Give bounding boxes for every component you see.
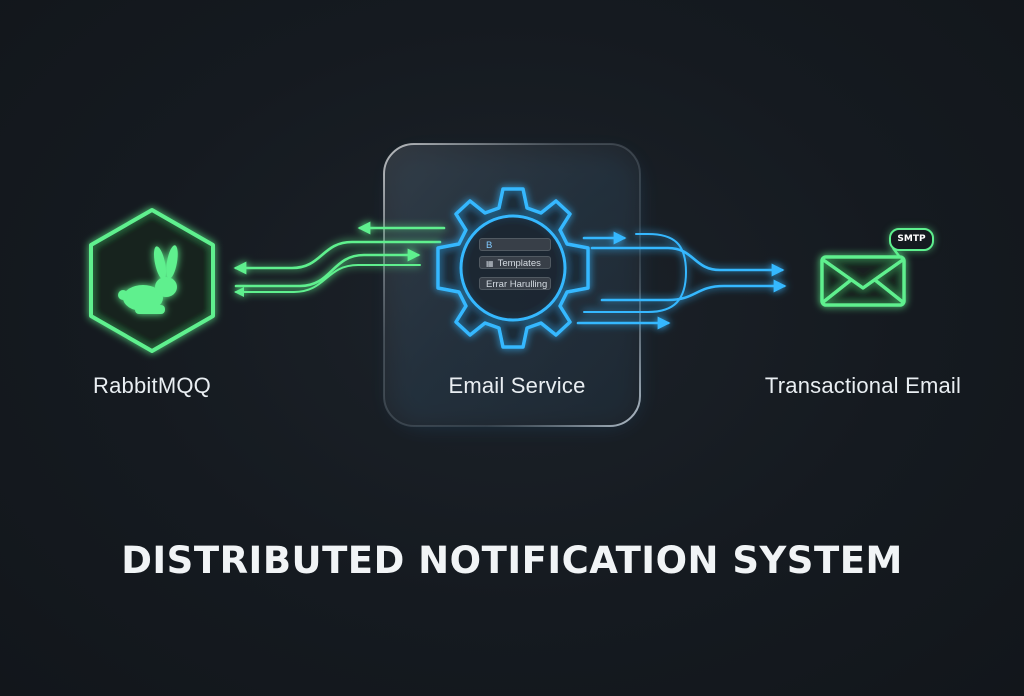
- service-chip-b: B: [479, 238, 551, 251]
- diagram-title: DISTRIBUTED NOTIFICATION SYSTEM: [121, 539, 903, 582]
- chip-text: Errar Harulling: [486, 279, 548, 290]
- rabbitmq-node: [89, 208, 215, 353]
- rabbitmq-label: RabbitMQQ: [93, 373, 211, 398]
- connector-queue-2: [233, 240, 442, 275]
- transactional-email-label: Transactional Email: [764, 373, 962, 398]
- smtp-badge: SMTP: [889, 228, 934, 251]
- email-service-label: Email Service: [448, 373, 586, 398]
- rabbit-icon: [118, 245, 178, 314]
- image-icon: ▦: [486, 259, 494, 268]
- email-connectors: [576, 231, 787, 330]
- connector-queue-3: [234, 248, 421, 288]
- chip-text: B: [486, 240, 493, 251]
- connector-email-2: [590, 246, 785, 277]
- connector-email-4: [583, 233, 688, 313]
- connector-email-3: [600, 279, 787, 302]
- service-chip-templates: ▦Templates: [479, 256, 551, 269]
- envelope-icon: [820, 247, 906, 307]
- service-chip-error-handling: Errar Harulling: [479, 277, 551, 290]
- hexagon-frame: [89, 208, 215, 353]
- queue-connectors: [233, 221, 446, 297]
- chip-text: Templates: [497, 258, 541, 269]
- connector-queue-4: [234, 264, 421, 297]
